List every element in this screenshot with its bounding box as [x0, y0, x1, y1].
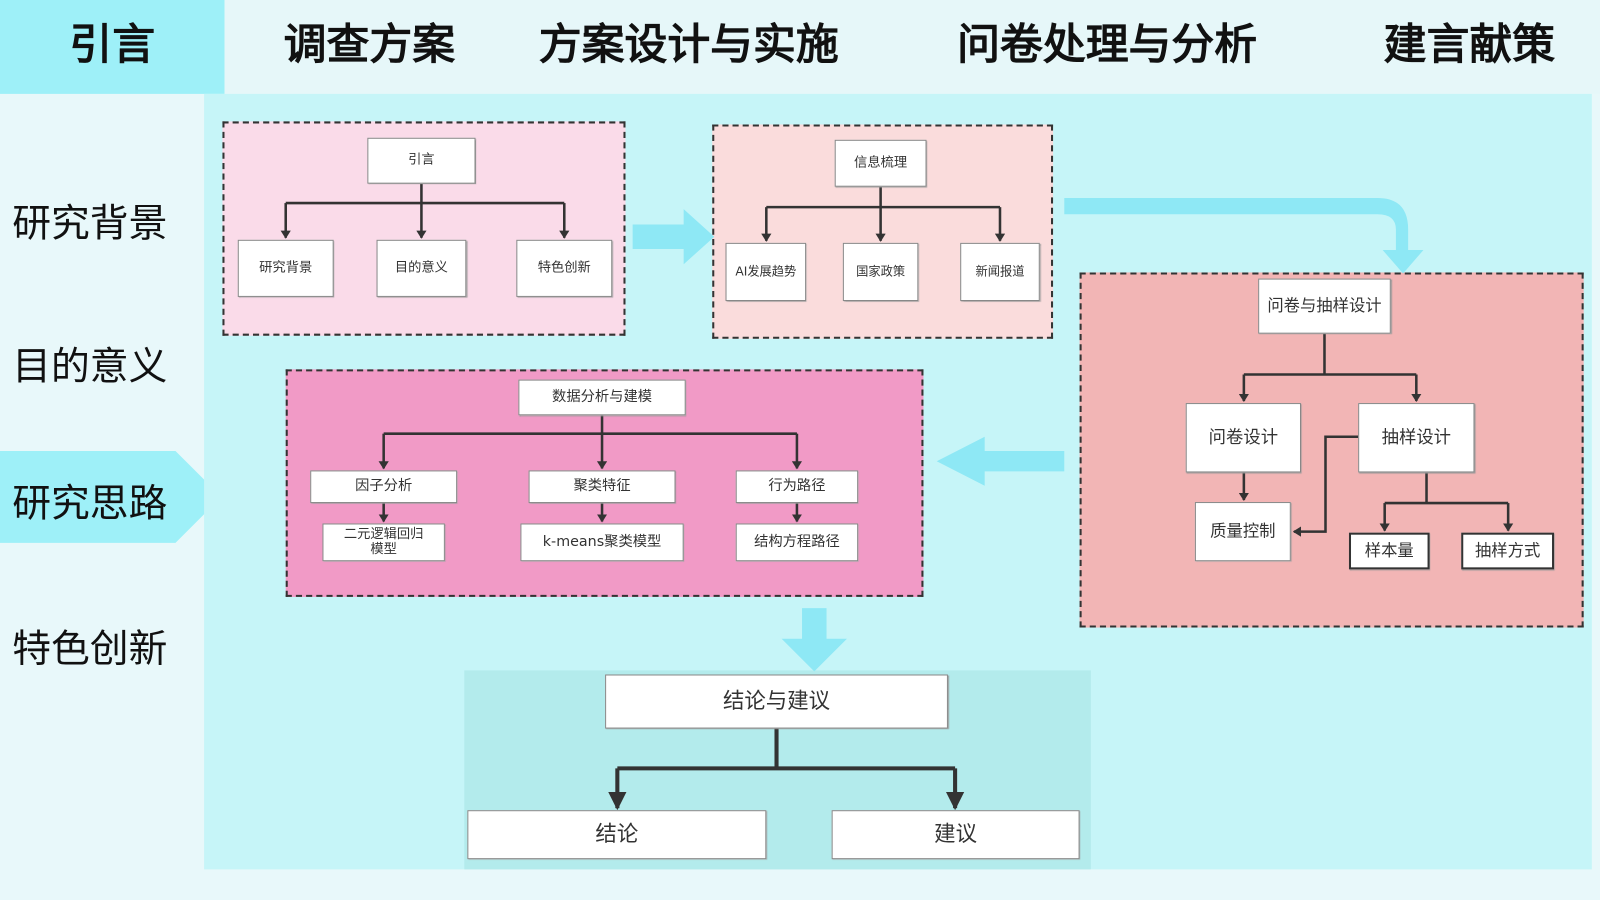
- node-conclusion: 结论: [467, 810, 767, 860]
- node-info: 信息梳理: [834, 139, 927, 187]
- node-kmeans: k-means聚类模型: [520, 523, 684, 562]
- tab-design-implementation[interactable]: 方案设计与实施: [538, 19, 839, 70]
- tab-questionnaire-analysis[interactable]: 问卷处理与分析: [957, 19, 1258, 70]
- node-sem: 结构方程路径: [735, 523, 859, 562]
- node-sampling-method: 抽样方式: [1461, 532, 1555, 570]
- node-ai-trend: AI发展趋势: [725, 242, 807, 302]
- sidebar-item-research-idea[interactable]: 研究思路: [12, 480, 168, 526]
- node-behavior: 行为路径: [735, 470, 859, 504]
- node-suggestion: 建议: [831, 810, 1080, 860]
- active-tab-bg: [0, 0, 225, 94]
- node-sample-size: 样本量: [1348, 532, 1430, 570]
- node-analysis: 数据分析与建模: [518, 379, 686, 416]
- tab-survey-plan[interactable]: 调查方案: [283, 19, 456, 70]
- node-news: 新闻报道: [960, 242, 1040, 302]
- node-logit: 二元逻辑回归模型: [322, 523, 445, 562]
- node-quality: 质量控制: [1194, 502, 1291, 562]
- sidebar-active-arrow: [0, 451, 222, 543]
- tab-intro[interactable]: 引言: [69, 19, 156, 70]
- node-factor: 因子分析: [310, 470, 458, 504]
- flow-arrows: [632, 197, 1424, 672]
- node-innovation: 特色创新: [516, 239, 613, 297]
- sidebar-item-innovation[interactable]: 特色创新: [12, 626, 168, 672]
- node-policy: 国家政策: [842, 242, 919, 302]
- node-cluster: 聚类特征: [528, 470, 676, 504]
- node-questionnaire: 问卷设计: [1185, 403, 1302, 473]
- node-conclusion-suggestion: 结论与建议: [605, 674, 948, 729]
- node-background: 研究背景: [237, 239, 334, 297]
- header-bar: [0, 0, 1600, 94]
- sidebar-item-background[interactable]: 研究背景: [12, 201, 168, 246]
- tab-suggestions[interactable]: 建言献策: [1383, 19, 1556, 70]
- node-sampling: 抽样设计: [1358, 403, 1475, 473]
- node-survey-design: 问卷与抽样设计: [1258, 278, 1391, 334]
- sidebar-item-purpose[interactable]: 目的意义: [12, 343, 168, 389]
- node-purpose: 目的意义: [376, 239, 467, 297]
- node-intro: 引言: [367, 137, 476, 184]
